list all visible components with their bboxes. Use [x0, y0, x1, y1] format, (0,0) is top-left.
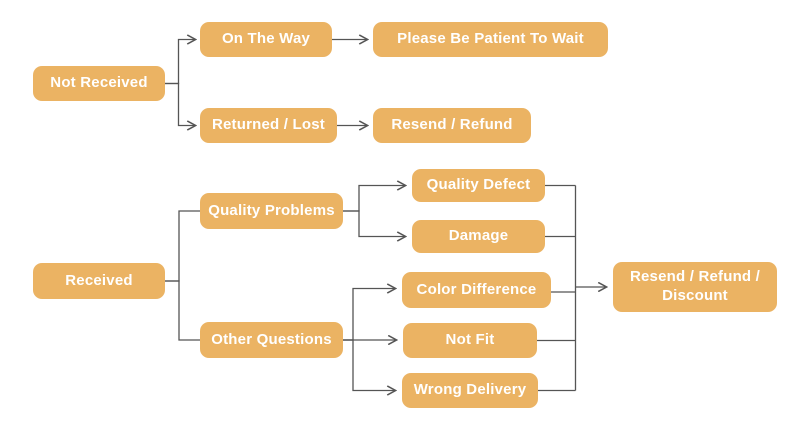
- edge-not-received-returned-lost: [165, 82, 195, 126]
- flow-node-resend-refund-discount: Resend / Refund / Discount: [613, 262, 777, 312]
- edge-quality-problems-quality-defect: [343, 186, 405, 212]
- flow-node-damage: Damage: [412, 220, 545, 253]
- flow-node-returned-lost: Returned / Lost: [200, 108, 337, 143]
- flow-node-please-be-patient-to-wait: Please Be Patient To Wait: [373, 22, 608, 57]
- edge-received-other-questions: [165, 280, 200, 341]
- flow-node-resend-refund: Resend / Refund: [373, 108, 531, 143]
- flow-node-received: Received: [33, 263, 165, 299]
- edge-quality-problems-damage: [343, 210, 405, 237]
- flow-node-quality-defect: Quality Defect: [412, 169, 545, 202]
- flow-node-wrong-delivery: Wrong Delivery: [402, 373, 538, 408]
- edge-not-received-on-the-way: [165, 40, 195, 85]
- flow-node-other-questions: Other Questions: [200, 322, 343, 358]
- edge-received-quality-problems: [165, 210, 200, 282]
- flow-node-color-difference: Color Difference: [402, 272, 551, 308]
- edge-other-questions-color-difference: [343, 289, 395, 341]
- edge-other-questions-wrong-delivery: [343, 339, 395, 391]
- flow-node-quality-problems: Quality Problems: [200, 193, 343, 229]
- flow-node-not-received: Not Received: [33, 66, 165, 101]
- flow-node-on-the-way: On The Way: [200, 22, 332, 57]
- flow-node-not-fit: Not Fit: [403, 323, 537, 358]
